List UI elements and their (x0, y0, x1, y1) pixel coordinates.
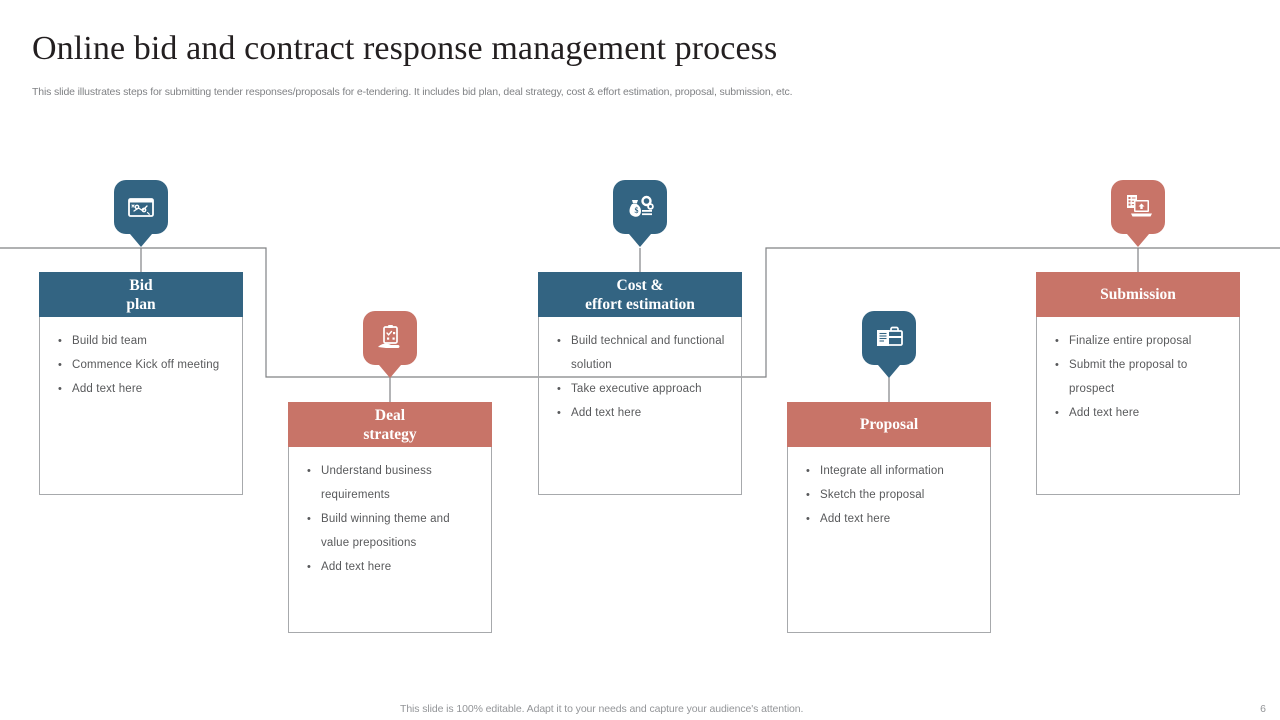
step-card-cost-effort-estimation[interactable]: Cost & effort estimation Build technical… (538, 272, 742, 495)
pointer-proposal (878, 365, 900, 378)
pointer-deal-strategy (379, 365, 401, 378)
card-header-proposal: Proposal (787, 402, 991, 447)
list-item: Add text here (1047, 401, 1229, 425)
card-header-submission: Submission (1036, 272, 1240, 317)
card-header-deal-strategy: Deal strategy (288, 402, 492, 447)
step-card-submission[interactable]: Submission Finalize entire proposal Subm… (1036, 272, 1240, 495)
list-item: Build technical and functional solution (549, 329, 731, 377)
pointer-cost-effort (629, 234, 651, 247)
step-card-deal-strategy[interactable]: Deal strategy Understand business requir… (288, 402, 492, 633)
card-header-cost-effort-estimation: Cost & effort estimation (538, 272, 742, 317)
list-item: Finalize entire proposal (1047, 329, 1229, 353)
list-item: Understand business requirements (299, 459, 481, 507)
list-item: Submit the proposal to prospect (1047, 353, 1229, 401)
list-item: Build winning theme and value prepositio… (299, 507, 481, 555)
list-item: Add text here (50, 377, 232, 401)
bullet-list-bid-plan: Build bid team Commence Kick off meeting… (50, 329, 232, 401)
step-card-proposal[interactable]: Proposal Integrate all information Sketc… (787, 402, 991, 633)
laptop-upload-icon[interactable] (1111, 180, 1165, 234)
strategy-board-icon[interactable] (114, 180, 168, 234)
bullet-list-proposal: Integrate all information Sketch the pro… (798, 459, 980, 531)
page-number: 6 (1260, 703, 1266, 715)
pointer-submission (1127, 234, 1149, 247)
list-item: Add text here (798, 507, 980, 531)
step-card-bid-plan[interactable]: Bid plan Build bid team Commence Kick of… (39, 272, 243, 495)
list-item: Add text here (549, 401, 731, 425)
card-body-cost-effort-estimation: Build technical and functional solution … (538, 317, 742, 495)
bullet-list-submission: Finalize entire proposal Submit the prop… (1047, 329, 1229, 425)
card-body-submission: Finalize entire proposal Submit the prop… (1036, 317, 1240, 495)
list-item: Build bid team (50, 329, 232, 353)
page-subtitle: This slide illustrates steps for submitt… (32, 86, 793, 98)
bullet-list-deal-strategy: Understand business requirements Build w… (299, 459, 481, 579)
card-header-bid-plan: Bid plan (39, 272, 243, 317)
clipboard-on-hand-icon[interactable] (363, 311, 417, 365)
bullet-list-cost-effort-estimation: Build technical and functional solution … (549, 329, 731, 425)
list-item: Integrate all information (798, 459, 980, 483)
card-body-deal-strategy: Understand business requirements Build w… (288, 447, 492, 633)
money-bag-gears-icon[interactable]: $ (613, 180, 667, 234)
list-item: Add text here (299, 555, 481, 579)
footer-note: This slide is 100% editable. Adapt it to… (400, 703, 804, 715)
list-item: Take executive approach (549, 377, 731, 401)
briefcase-document-icon[interactable] (862, 311, 916, 365)
page-title: Online bid and contract response managem… (32, 30, 778, 67)
card-body-bid-plan: Build bid team Commence Kick off meeting… (39, 317, 243, 495)
list-item: Commence Kick off meeting (50, 353, 232, 377)
pointer-bid-plan (130, 234, 152, 247)
list-item: Sketch the proposal (798, 483, 980, 507)
svg-text:$: $ (635, 206, 639, 215)
card-body-proposal: Integrate all information Sketch the pro… (787, 447, 991, 633)
